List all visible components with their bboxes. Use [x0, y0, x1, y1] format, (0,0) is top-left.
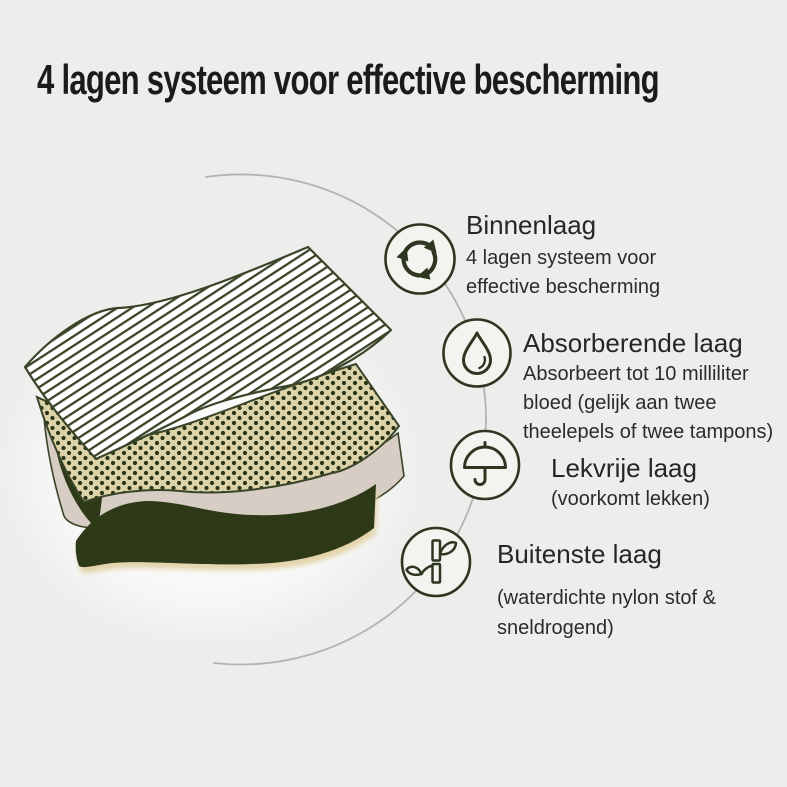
- section-absorberende-laag: Absorberende laag Absorbeert tot 10 mill…: [523, 328, 773, 447]
- section-heading: Buitenste laag: [497, 539, 662, 569]
- water-drop-icon: [437, 313, 517, 393]
- body-line: Absorbeert tot 10 milliliter: [523, 363, 749, 385]
- page-title: 4 lagen systeem voor effective beschermi…: [37, 56, 660, 103]
- section-lekvrije-laag: Lekvrije laag (voorkomt lekken): [551, 453, 710, 514]
- umbrella-icon: [445, 425, 525, 505]
- body-line: 4 lagen systeem voor: [466, 247, 657, 269]
- section-heading: Absorberende laag: [523, 328, 743, 358]
- body-line: theelepels of twee tampons): [523, 421, 774, 443]
- section-binnenlaag: Binnenlaag 4 lagen systeem voor effectiv…: [466, 210, 660, 302]
- fabric-layers-illustration: [0, 245, 425, 650]
- section-buitenste-laag: Buitenste laag (waterdichte nylon stof &…: [497, 539, 716, 643]
- body-line: sneldrogend): [497, 617, 614, 639]
- body-line: (waterdichte nylon stof &: [497, 587, 716, 609]
- layer-outer: [75, 484, 376, 568]
- bamboo-icon: [396, 522, 476, 602]
- layer-striped: [23, 245, 393, 461]
- recycle-icon: [380, 219, 460, 299]
- section-body: Absorbeert tot 10 milliliter bloed (geli…: [523, 360, 773, 447]
- section-heading: Lekvrije laag: [551, 453, 697, 483]
- section-body: (waterdichte nylon stof & sneldrogend): [497, 583, 716, 643]
- body-line: bloed (gelijk aan twee: [523, 392, 717, 414]
- section-body: (voorkomt lekken): [551, 485, 710, 514]
- body-line: (voorkomt lekken): [551, 488, 710, 510]
- body-line: effective bescherming: [466, 276, 661, 298]
- section-heading: Binnenlaag: [466, 210, 597, 240]
- section-body: 4 lagen systeem voor effective beschermi…: [466, 244, 660, 302]
